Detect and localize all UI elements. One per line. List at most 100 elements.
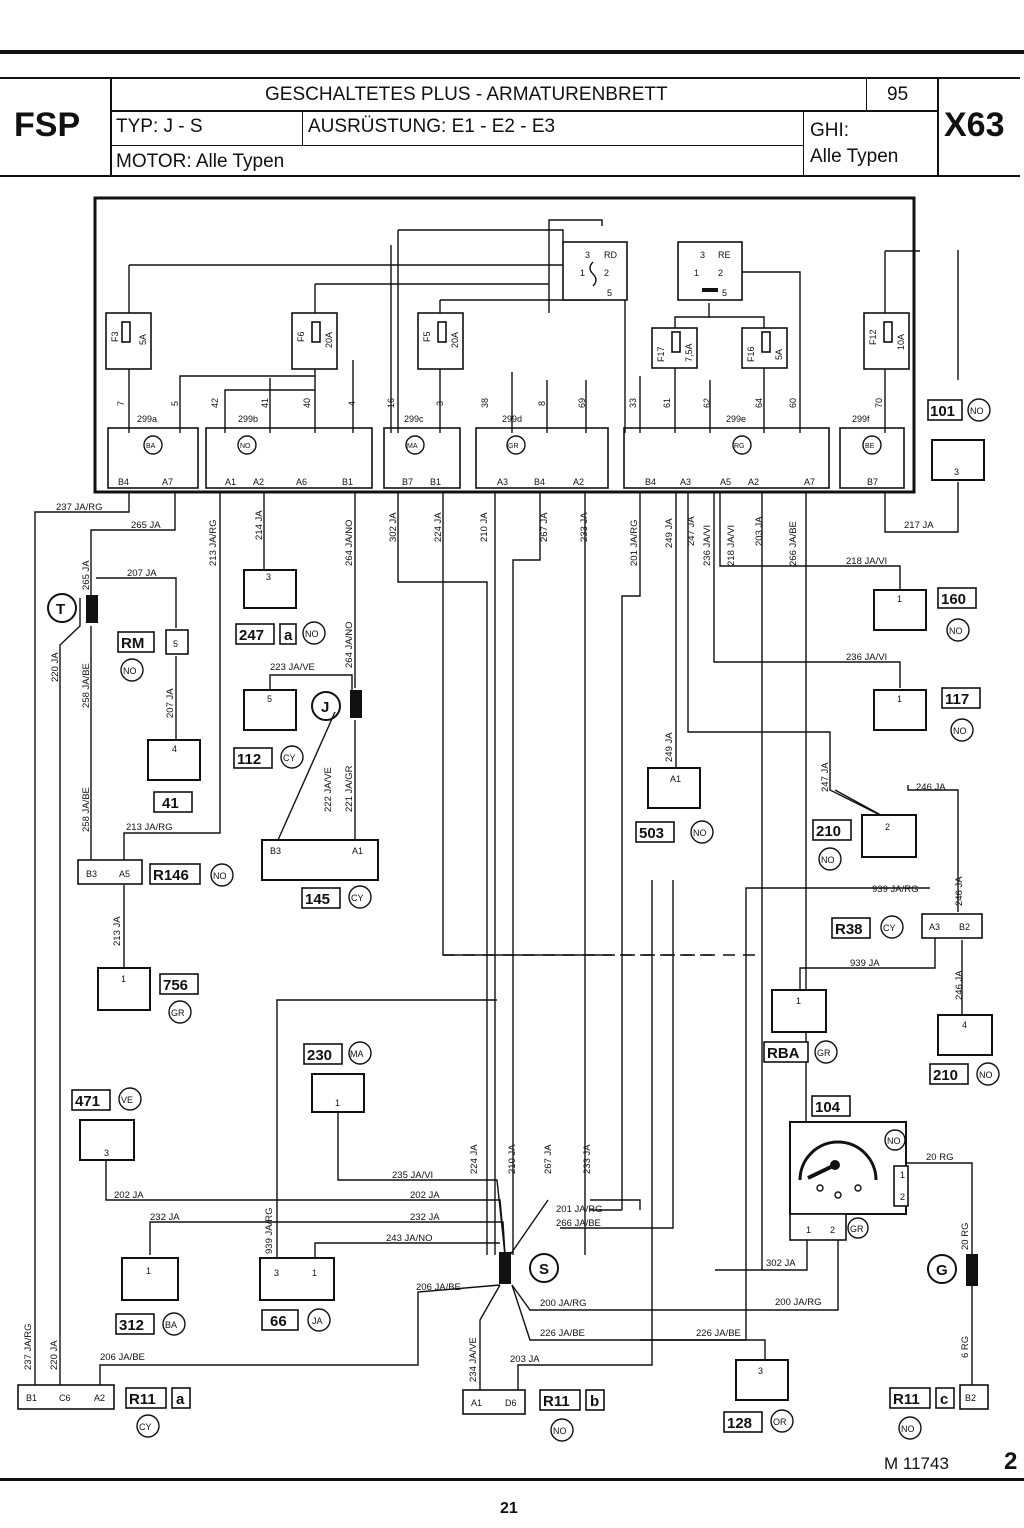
- wire-label: 221 JA/GR: [344, 765, 355, 812]
- color-code: NO: [213, 871, 227, 881]
- color-code: NO: [240, 443, 251, 450]
- component-104: 104 NO GR 1 2 1 2: [789, 1095, 909, 1241]
- pin-label: B4: [534, 477, 545, 487]
- connector-299e: 299e RG B4 A3 A5 A2 A7: [623, 414, 830, 489]
- wire-label: 267 JA: [543, 1144, 554, 1174]
- wire-number: 69: [577, 398, 587, 408]
- pin-label: A1: [225, 477, 236, 487]
- pin-label: 3: [104, 1148, 109, 1158]
- wire-label: 302 JA: [766, 1258, 796, 1269]
- wire-label: 246 JA: [954, 970, 965, 1000]
- splice-label: J: [321, 699, 329, 716]
- pin-label: 5: [267, 694, 272, 704]
- wire-number: 61: [662, 398, 672, 408]
- splice-label: G: [936, 1262, 948, 1279]
- pin-label: 1: [900, 1170, 905, 1180]
- wire-label: 266 JA/BE: [556, 1218, 601, 1229]
- relay-re-pin1: 1: [694, 268, 699, 278]
- wire-label: 220 JA: [50, 652, 61, 682]
- color-code: CY: [351, 893, 364, 903]
- wire-label: 213 JA: [112, 916, 123, 946]
- color-code: VE: [121, 1095, 133, 1105]
- wire-number: 62: [702, 398, 712, 408]
- color-code: MA: [350, 1049, 364, 1059]
- wire-number: 41: [260, 398, 270, 408]
- pin-label: A1: [471, 1398, 482, 1408]
- ref-label: R38: [835, 921, 863, 938]
- pin-label: A2: [94, 1393, 105, 1403]
- color-code: RG: [734, 443, 745, 450]
- wire-label: 939 JA/RG: [872, 884, 918, 895]
- component-r146: B3 A5 R146 NO: [77, 859, 234, 887]
- wire-label: 207 JA: [127, 568, 157, 579]
- pin-label: D6: [505, 1398, 517, 1408]
- pin-label: A3: [497, 477, 508, 487]
- connector-id: 299d: [502, 414, 522, 424]
- wire-number: 64: [754, 398, 764, 408]
- header-code-right: X63: [944, 106, 1005, 144]
- sheet-number: 2: [1004, 1448, 1018, 1475]
- fuse-f5: F5 20A: [417, 312, 464, 370]
- wire-label: 246 JA: [954, 876, 965, 906]
- connector-id: 299b: [238, 414, 258, 424]
- wire-label: 203 JA: [754, 516, 765, 546]
- wire-label: 201 JA/RG: [629, 520, 640, 566]
- wire-label: 243 JA/NO: [386, 1233, 432, 1244]
- wire-number: 70: [874, 398, 884, 408]
- ref-label: 66: [270, 1313, 287, 1330]
- wire-number: 42: [210, 398, 220, 408]
- wire-label: 233 JA: [582, 1144, 593, 1174]
- wire-labels: 237 JA/RG 265 JA 265 JA 213 JA/RG 214 JA…: [23, 502, 971, 1382]
- pin-label: A5: [720, 477, 731, 487]
- fuse-f3-rating: 5A: [138, 334, 148, 345]
- ref-label: RM: [121, 635, 144, 652]
- wire-label: 232 JA: [410, 1212, 440, 1223]
- header-typ: TYP: J - S: [116, 116, 203, 137]
- ref-suffix: a: [176, 1391, 185, 1408]
- relay-re-pin5: 5: [722, 288, 727, 298]
- relay-rd-id: RD: [604, 250, 617, 260]
- ref-label: 112: [237, 751, 261, 768]
- ref-label: R11: [893, 1391, 920, 1408]
- wire-label: 206 JA/BE: [416, 1282, 461, 1293]
- wire-label: 20 RG: [926, 1152, 953, 1163]
- ref-suffix: c: [940, 1391, 948, 1408]
- wire-label: 232 JA: [150, 1212, 180, 1223]
- wire-number: 38: [480, 398, 490, 408]
- wire-label: 223 JA/VE: [270, 662, 315, 673]
- color-code: BA: [165, 1320, 177, 1330]
- component-r11a: B1 C6 A2 R11 a CY: [17, 1384, 191, 1438]
- header-ausruestung: AUSRÜSTUNG: E1 - E2 - E3: [308, 116, 556, 137]
- pin-label: A1: [352, 846, 363, 856]
- pin-label: 4: [962, 1020, 967, 1030]
- relay-rd-pin1: 1: [580, 268, 585, 278]
- ref-label: 117: [945, 691, 969, 708]
- wire-label: 217 JA: [904, 520, 934, 531]
- ref-label: 104: [815, 1099, 841, 1116]
- wire-label: 264 JA/NO: [344, 520, 355, 566]
- wire-label: 226 JA/BE: [540, 1328, 585, 1339]
- pin-label: A3: [929, 922, 940, 932]
- wire-label: 267 JA: [539, 512, 550, 542]
- header-code-left: FSP: [14, 106, 81, 144]
- pin-label: 1: [312, 1268, 317, 1278]
- component-160: 1 160 NO: [873, 587, 977, 642]
- wire-label: 249 JA: [664, 732, 675, 762]
- component-rba: 1 RBA GR: [763, 989, 838, 1064]
- header-motor: MOTOR: Alle Typen: [116, 151, 285, 172]
- ref-label: 41: [162, 795, 179, 812]
- connector-299d: 299d GR A3 B4 A2: [475, 414, 609, 489]
- pin-label: 2: [900, 1192, 905, 1202]
- relay-rd: 3 RD 1 2 5: [562, 241, 628, 301]
- component-r38: R38 CY A3 B2: [831, 913, 983, 939]
- ref-label: 471: [75, 1093, 100, 1110]
- component-503: A1 503 NO: [635, 767, 714, 844]
- wire-number: 7: [116, 401, 126, 406]
- wire-label: 213 JA/RG: [208, 520, 219, 566]
- color-code: NO: [970, 406, 984, 416]
- wire-label: 201 JA/RG: [556, 1204, 602, 1215]
- splice-label: T: [56, 601, 65, 618]
- ref-label: R11: [543, 1393, 570, 1410]
- fuse-f16-id: F16: [746, 346, 756, 362]
- fuse-f17-rating: 7,5A: [684, 343, 694, 362]
